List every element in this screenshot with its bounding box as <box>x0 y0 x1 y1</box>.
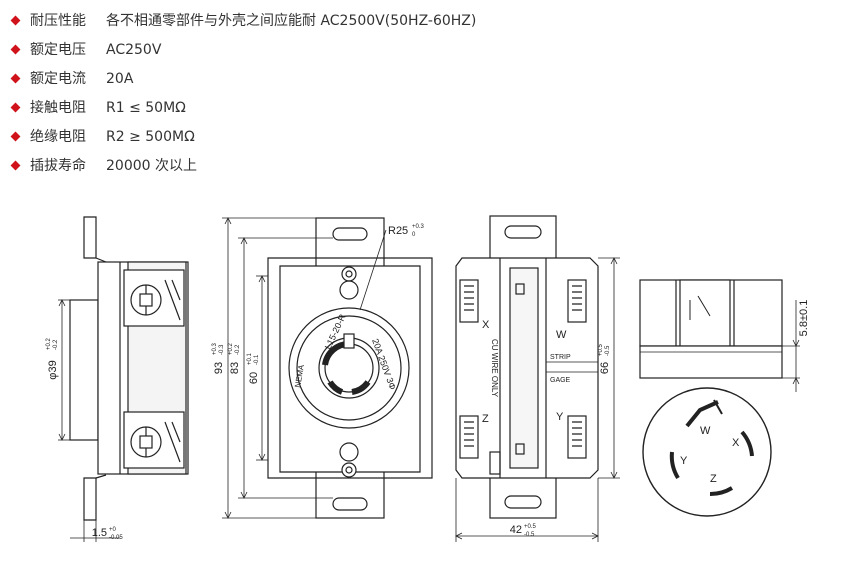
dim-back-width-tol-up: +0.5 <box>524 524 537 530</box>
spec-label: 插拔寿命 <box>30 158 86 174</box>
dim-radius-tol-down: 0 <box>412 232 416 238</box>
dim-back-height: 66 <box>599 362 611 374</box>
plug-pin-y: Y <box>680 455 688 467</box>
back-terminal-x: X <box>482 319 490 331</box>
dim-front-height-83-tol-down: -0.2 <box>235 344 241 355</box>
spec-value: 20000 次以上 <box>106 158 197 174</box>
dim-front-height-60: 60 <box>248 372 260 384</box>
spec-label: 绝缘电阻 <box>30 129 86 145</box>
spec-label: 额定电流 <box>30 71 86 87</box>
dim-front-height-83-tol-up: +0.2 <box>228 342 234 355</box>
dim-front-height-83: 83 <box>229 362 241 374</box>
dim-thickness: 1.5 <box>92 527 107 539</box>
spec-value: AC250V <box>106 42 162 58</box>
back-strip-label: STRIP <box>550 354 571 361</box>
back-view <box>455 215 620 542</box>
plug-pin-z: Z <box>710 473 717 485</box>
dim-thickness-tol-up: +0 <box>109 527 117 533</box>
plug-pin-w: W <box>700 425 711 437</box>
back-terminal-z: Z <box>482 413 489 425</box>
dim-front-height-93-tol-up: +0.3 <box>212 342 218 355</box>
spec-value: R2 ≥ 500MΩ <box>106 129 195 145</box>
front-brand-label: NEMA <box>293 363 306 388</box>
spec-value: R1 ≤ 50MΩ <box>106 100 186 116</box>
spec-value: 各不相通零部件与外壳之间应能耐 AC2500V(50HZ-60HZ) <box>106 13 477 29</box>
spec-label: 耐压性能 <box>30 13 86 29</box>
dim-back-height-tol-down: -0.5 <box>605 345 611 356</box>
dim-radius: R25 <box>388 225 408 237</box>
spec-value: 20A <box>106 71 134 87</box>
plug-pin-x: X <box>732 437 740 449</box>
spec-label: 接触电阻 <box>30 100 86 116</box>
spec-label: 额定电压 <box>30 42 86 58</box>
dim-front-height-60-tol-down: -0.1 <box>254 354 260 365</box>
back-wire-note: CU WIRE ONLY <box>490 339 499 398</box>
back-terminal-w: W <box>556 329 567 341</box>
side-view <box>58 216 189 542</box>
plug-face-view <box>642 387 772 517</box>
back-terminal-y: Y <box>556 411 564 423</box>
dim-side-diameter-tol-down: -0.2 <box>53 339 59 350</box>
dim-front-height-93-tol-down: -0.3 <box>219 344 225 355</box>
dim-side-diameter: φ39 <box>47 360 59 379</box>
dim-front-height-60-tol-up: +0.1 <box>247 352 253 365</box>
front-view <box>222 217 433 519</box>
dim-radius-tol-up: +0.3 <box>412 224 425 230</box>
dim-back-width-tol-down: -0.5 <box>524 532 535 538</box>
dim-thickness-tol-down: -0.05 <box>109 535 123 541</box>
dim-front-height-93: 93 <box>213 362 225 374</box>
dim-side-diameter-tol-up: +0.2 <box>46 337 52 350</box>
top-view <box>639 279 800 392</box>
dim-back-height-tol-up: +0.5 <box>598 343 604 356</box>
dim-top-height: 5.8±0.1 <box>798 300 810 337</box>
back-gage-label: GAGE <box>550 377 571 384</box>
dim-back-width: 42 <box>510 524 522 536</box>
